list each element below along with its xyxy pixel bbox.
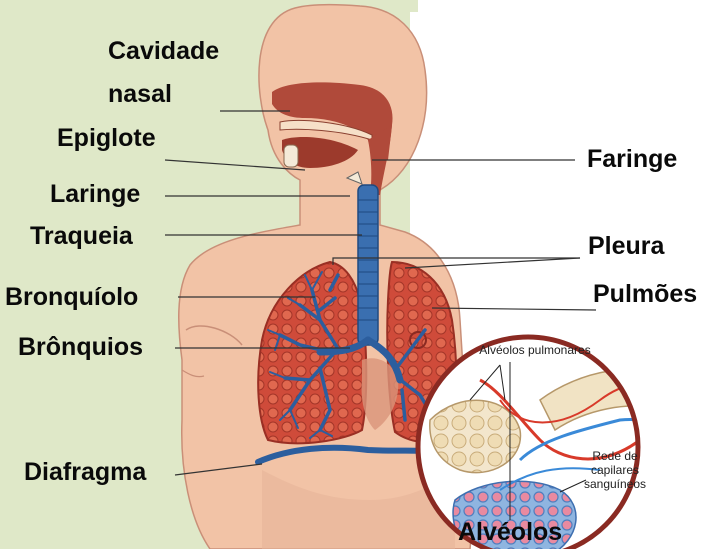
label-epiglottis: Epiglote [57,124,156,152]
label-bronchiole: Bronquíolo [5,283,138,311]
inset-label-capillary-line2: capilares [585,464,645,477]
label-alveoli: Alvéolos [458,518,562,546]
trachea-shape [358,185,378,345]
label-lungs: Pulmões [593,280,697,308]
inset-label-capillary-line1: Rede de [585,450,645,463]
inset-label-capillary-line3: sanguíneos [582,478,648,491]
label-diaphragm: Diafragma [24,458,146,486]
label-bronchi: Brônquios [18,333,143,361]
label-larynx: Laringe [50,180,140,208]
label-trachea: Traqueia [30,222,133,250]
label-nasal-cavity-line1: Cavidade [108,37,219,65]
label-nasal-cavity-line2: nasal [108,80,172,108]
inset-label-pulmonary-alveoli: Alvéolos pulmonares [470,344,600,357]
label-pharynx: Faringe [587,145,677,173]
label-pleura: Pleura [588,232,664,260]
